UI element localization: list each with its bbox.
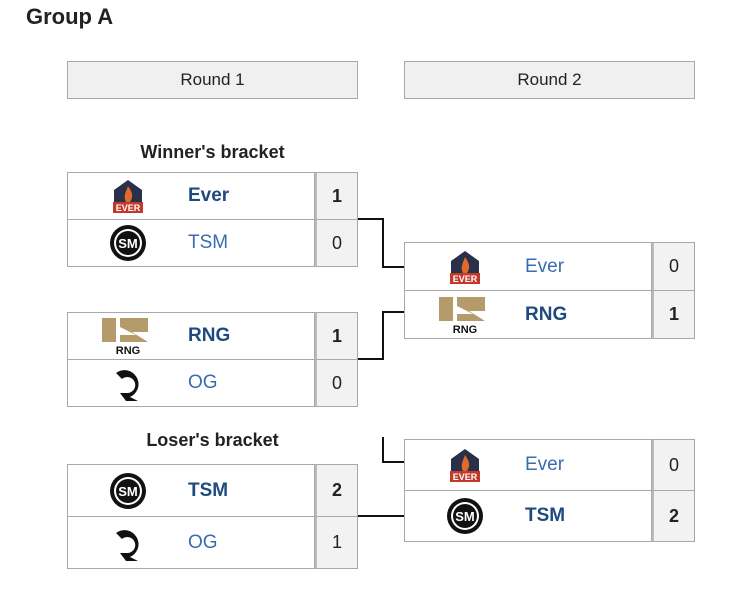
team-cell: SM TSM bbox=[404, 490, 652, 542]
ever-logo-icon: EVER bbox=[435, 247, 495, 287]
team-name[interactable]: TSM bbox=[188, 232, 229, 253]
svg-text:EVER: EVER bbox=[116, 203, 141, 213]
team-cell: RNG RNG bbox=[404, 290, 652, 339]
team-row: EVER Ever 0 bbox=[404, 439, 695, 491]
svg-text:EVER: EVER bbox=[453, 274, 478, 284]
team-name[interactable]: TSM bbox=[188, 479, 229, 501]
team-name[interactable]: RNG bbox=[188, 325, 231, 346]
team-row: RNG RNG 1 bbox=[404, 290, 695, 339]
team-row: EVER Ever 0 bbox=[404, 242, 695, 291]
team-row: SM TSM 2 bbox=[67, 464, 358, 517]
ever-logo-icon: EVER bbox=[98, 176, 158, 216]
team-cell: RNG RNG bbox=[67, 312, 315, 360]
score: 1 bbox=[315, 172, 358, 220]
connector bbox=[382, 437, 384, 463]
team-cell: OG bbox=[67, 359, 315, 407]
team-name[interactable]: Ever bbox=[525, 454, 565, 475]
team-row: OG 0 bbox=[67, 359, 358, 407]
connector bbox=[358, 515, 404, 517]
connector bbox=[382, 266, 404, 268]
team-cell: EVER Ever bbox=[404, 242, 652, 291]
svg-text:RNG: RNG bbox=[453, 324, 477, 336]
team-name[interactable]: Ever bbox=[525, 255, 565, 277]
score: 2 bbox=[652, 490, 695, 542]
losers-bracket-label: Loser's bracket bbox=[146, 430, 279, 450]
svg-text:SM: SM bbox=[455, 509, 475, 524]
team-row: SM TSM 2 bbox=[404, 490, 695, 542]
group-title: Group A bbox=[26, 4, 114, 29]
tsm-logo-icon: SM bbox=[98, 471, 158, 511]
score: 1 bbox=[315, 312, 358, 360]
connector bbox=[382, 218, 384, 268]
score: 0 bbox=[315, 359, 358, 407]
connector bbox=[382, 311, 384, 360]
team-cell: SM TSM bbox=[67, 219, 315, 267]
score: 0 bbox=[652, 439, 695, 491]
score: 0 bbox=[652, 242, 695, 291]
og-logo-icon bbox=[98, 523, 158, 563]
og-logo-icon bbox=[98, 363, 158, 403]
svg-text:RNG: RNG bbox=[116, 345, 140, 357]
score: 1 bbox=[315, 516, 358, 569]
team-cell: EVER Ever bbox=[67, 172, 315, 220]
team-row: EVER Ever 1 bbox=[67, 172, 358, 220]
connector bbox=[382, 311, 404, 313]
team-name[interactable]: RNG bbox=[525, 303, 568, 325]
score: 0 bbox=[315, 219, 358, 267]
team-row: RNG RNG 1 bbox=[67, 312, 358, 360]
winners-bracket-label: Winner's bracket bbox=[140, 142, 285, 162]
tsm-logo-icon: SM bbox=[435, 496, 495, 536]
round-2-header: Round 2 bbox=[404, 61, 695, 99]
team-name[interactable]: OG bbox=[188, 531, 218, 553]
tsm-logo-icon: SM bbox=[98, 223, 158, 263]
score: 2 bbox=[315, 464, 358, 517]
team-cell: OG bbox=[67, 516, 315, 569]
team-cell: SM TSM bbox=[67, 464, 315, 517]
svg-text:SM: SM bbox=[118, 236, 138, 251]
team-cell: EVER Ever bbox=[404, 439, 652, 491]
ever-logo-icon: EVER bbox=[435, 445, 495, 485]
svg-text:SM: SM bbox=[118, 484, 138, 499]
rng-logo-icon: RNG bbox=[435, 294, 495, 336]
team-name[interactable]: Ever bbox=[188, 185, 230, 206]
connector bbox=[358, 218, 384, 220]
rng-logo-icon: RNG bbox=[98, 315, 158, 357]
connector bbox=[382, 461, 404, 463]
team-row: OG 1 bbox=[67, 516, 358, 569]
svg-text:EVER: EVER bbox=[453, 472, 478, 482]
connector bbox=[358, 358, 384, 360]
round-1-header: Round 1 bbox=[67, 61, 358, 99]
team-name[interactable]: TSM bbox=[525, 505, 566, 526]
team-row: SM TSM 0 bbox=[67, 219, 358, 267]
score: 1 bbox=[652, 290, 695, 339]
team-name[interactable]: OG bbox=[188, 372, 218, 393]
